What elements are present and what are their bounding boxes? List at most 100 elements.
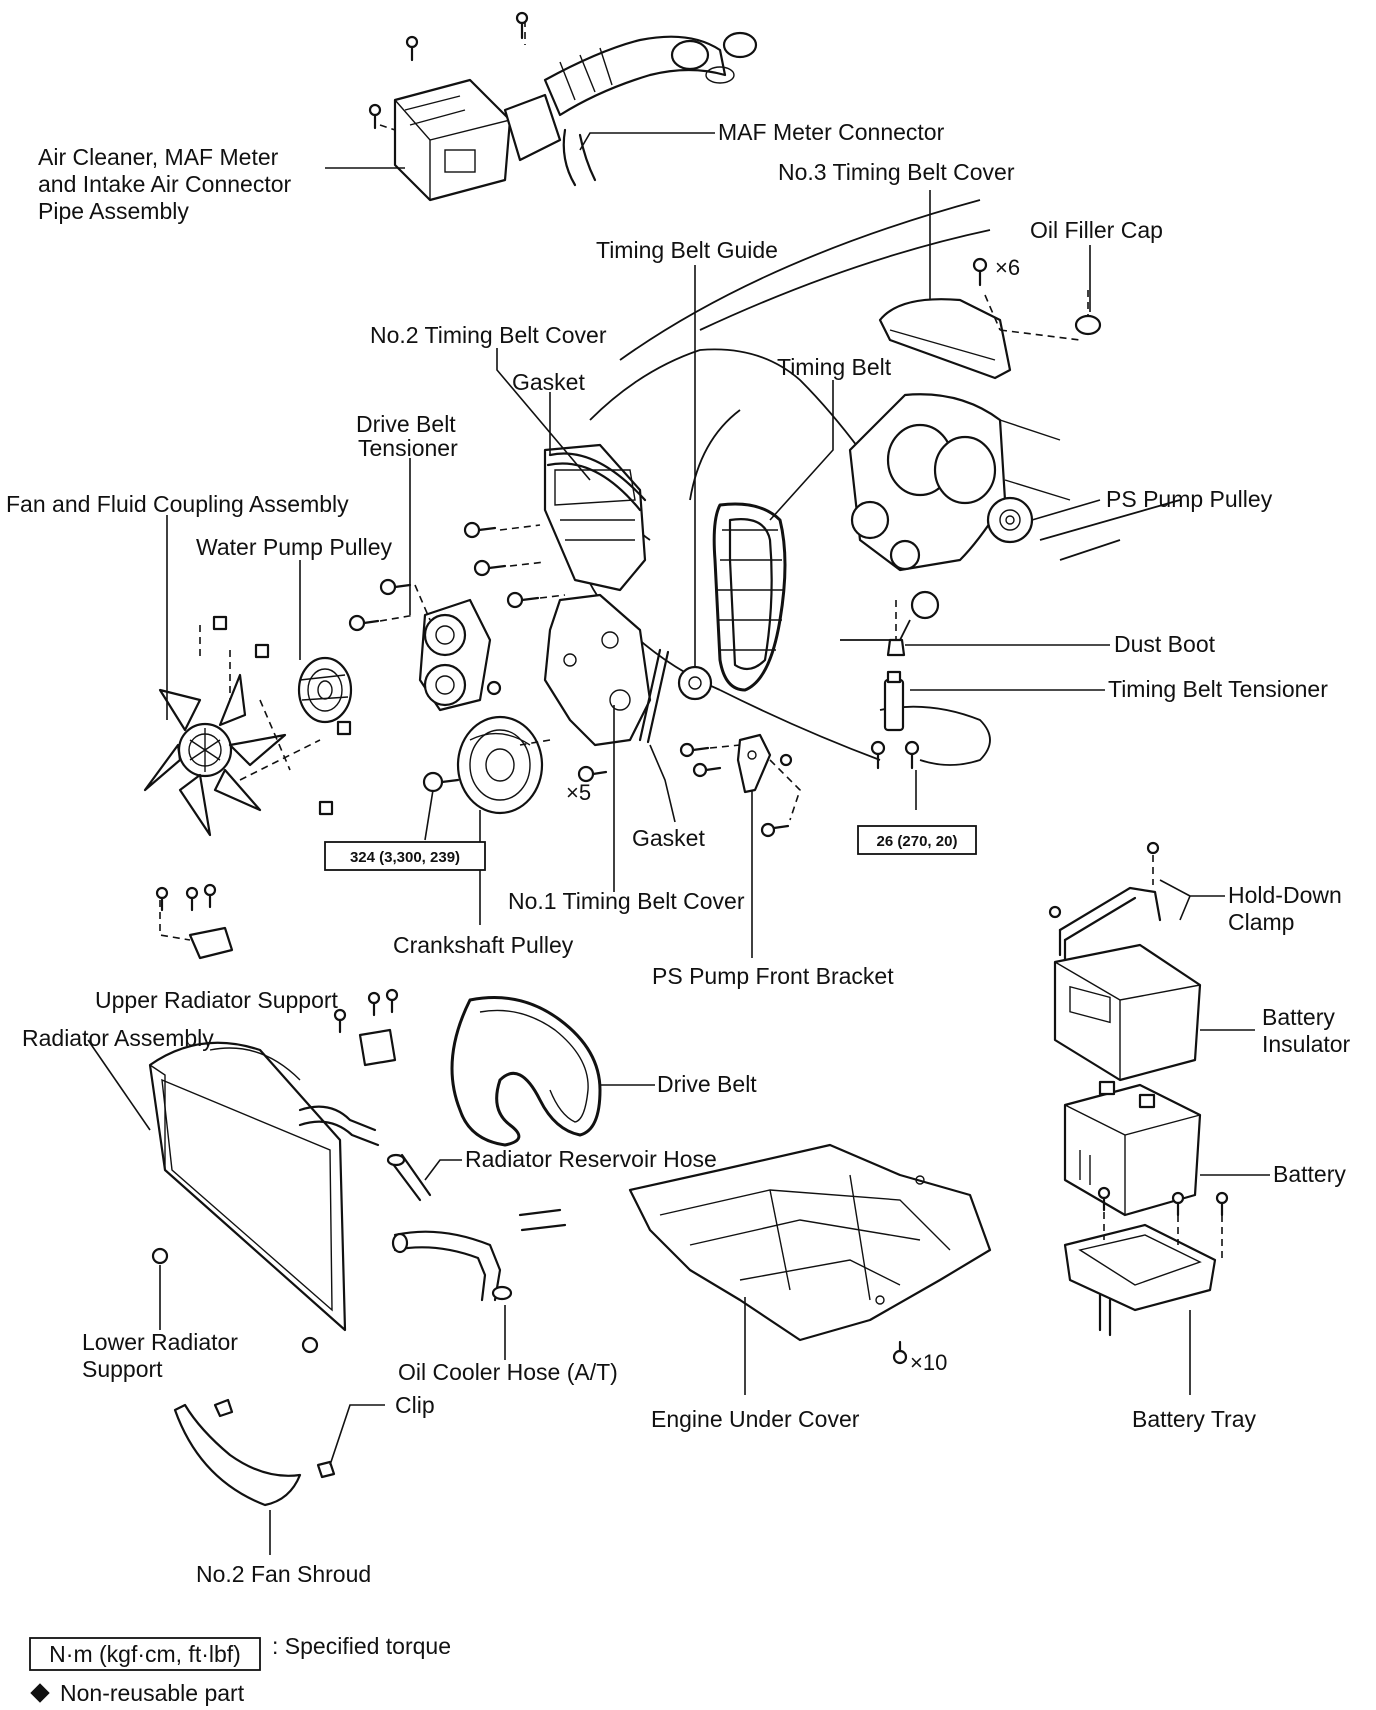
bolt-icon	[760, 822, 790, 838]
radiator-reservoir-hose	[386, 1153, 432, 1202]
label-upper-radiator-support: Upper Radiator Support	[95, 987, 339, 1013]
label-timing-belt: Timing Belt	[777, 354, 892, 380]
bolt-icon	[348, 614, 380, 632]
label-timing-cover-2: No.2 Timing Belt Cover	[370, 322, 607, 348]
nut-icon	[1146, 841, 1160, 855]
upper-radiator-support	[155, 883, 399, 1067]
torque-crankshaft-bolt: 324 (3,300, 239)	[350, 849, 460, 866]
bolt-icon	[904, 740, 920, 770]
nut-icon	[318, 800, 334, 816]
drive-belt-tensioner	[418, 598, 492, 712]
bolt-icon	[203, 883, 217, 909]
label-ps-pump-pulley: PS Pump Pulley	[1106, 486, 1273, 512]
label-dust-boot: Dust Boot	[1114, 631, 1216, 657]
label-oil-filler-cap: Oil Filler Cap	[1030, 217, 1163, 243]
label-drive-belt-tensioner: Tensioner	[358, 435, 458, 461]
label-battery-insulator: Insulator	[1262, 1031, 1351, 1057]
timing-belt-tensioner	[870, 670, 920, 770]
leader-lines	[87, 132, 1270, 1555]
nut-icon	[1048, 905, 1062, 919]
camshaft-housing	[848, 393, 1071, 620]
timing-belt-cover-1	[543, 593, 652, 747]
non-reusable-diamond-icon	[30, 1683, 50, 1703]
torque-specs: 324 (3,300, 239) 26 (270, 20)	[324, 825, 977, 871]
nut-icon	[254, 643, 270, 659]
bolt-icon	[473, 559, 507, 577]
timing-area-bolts	[348, 521, 608, 783]
battery-icon	[1063, 1080, 1202, 1217]
ps-pump-front-bracket	[679, 733, 801, 838]
label-fan-shroud-2: No.2 Fan Shroud	[196, 1561, 371, 1587]
timing-belt	[712, 502, 787, 692]
bolt-icon	[515, 11, 529, 40]
bolt-icon	[463, 521, 497, 539]
label-drive-belt-tensioner: Drive Belt	[356, 411, 456, 437]
legend-torque-unit: N·m (kgf·cm, ft·lbf)	[49, 1641, 241, 1667]
label-gasket-lower: Gasket	[632, 825, 705, 851]
bolt-icon	[405, 35, 419, 62]
battery-tray	[1063, 1186, 1229, 1337]
bolt-icon	[692, 762, 722, 778]
torque-tensioner-bolt: 26 (270, 20)	[877, 833, 958, 850]
label-battery: Battery	[1273, 1161, 1346, 1187]
crankshaft-pulley	[456, 715, 544, 815]
timing-belt-guide	[677, 665, 713, 701]
label-radiator-reservoir-hose: Radiator Reservoir Hose	[465, 1146, 717, 1172]
part-labels: Air Cleaner, MAF Meter and Intake Air Co…	[6, 119, 1351, 1587]
label-water-pump-pulley: Water Pump Pulley	[196, 534, 392, 560]
bolt-icon	[155, 886, 169, 912]
label-qty-pulley-bolts: ×5	[566, 780, 591, 805]
bolt-icon	[679, 742, 710, 758]
label-timing-belt-tensioner: Timing Belt Tensioner	[1108, 676, 1328, 702]
label-qty-under-cover-bolts: ×10	[910, 1350, 947, 1375]
oil-cooler-hose	[391, 1208, 567, 1302]
bolt-icon	[486, 680, 502, 696]
bolt-icon	[506, 591, 540, 609]
bolt-icon	[892, 1340, 908, 1365]
dust-boot	[886, 600, 906, 657]
bolt-icon	[368, 103, 382, 130]
label-air-cleaner: Pipe Assembly	[38, 198, 189, 224]
legend-non-reusable: Non-reusable part	[60, 1680, 245, 1706]
label-maf-connector: MAF Meter Connector	[718, 119, 945, 145]
bolt-icon	[577, 765, 608, 783]
label-air-cleaner: and Intake Air Connector	[38, 171, 291, 197]
bolt-icon	[385, 988, 399, 1014]
label-lower-radiator-support: Lower Radiator	[82, 1329, 238, 1355]
battery-insulator	[1053, 943, 1202, 1082]
bolt-icon	[972, 257, 988, 287]
label-radiator-assembly: Radiator Assembly	[22, 1025, 214, 1051]
label-hold-down-clamp: Hold-Down	[1228, 882, 1342, 908]
legend-torque-desc: : Specified torque	[272, 1633, 451, 1659]
label-gasket-upper: Gasket	[512, 369, 585, 395]
label-drive-belt: Drive Belt	[657, 1071, 757, 1097]
oil-filler-cap	[1074, 290, 1102, 336]
label-timing-cover-3: No.3 Timing Belt Cover	[778, 159, 1015, 185]
bolt-icon	[367, 991, 381, 1017]
label-lower-radiator-support: Support	[82, 1356, 163, 1382]
crankshaft-bolt	[422, 771, 460, 793]
bolt-icon	[333, 1008, 347, 1034]
label-crankshaft-pulley: Crankshaft Pulley	[393, 932, 574, 958]
fan-fluid-coupling	[143, 615, 352, 837]
label-battery-tray: Battery Tray	[1132, 1406, 1256, 1432]
nut-icon	[212, 615, 228, 631]
bolt-icon	[185, 886, 199, 912]
label-battery-insulator: Battery	[1262, 1004, 1335, 1030]
clip-icon	[213, 1398, 336, 1479]
drive-belt	[450, 996, 602, 1147]
label-fan-coupling: Fan and Fluid Coupling Assembly	[6, 491, 349, 517]
label-hold-down-clamp: Clamp	[1228, 909, 1294, 935]
label-timing-cover-1: No.1 Timing Belt Cover	[508, 888, 745, 914]
bolt-icon	[379, 578, 412, 596]
ps-pump-pulley	[986, 496, 1034, 544]
label-timing-belt-guide: Timing Belt Guide	[596, 237, 778, 263]
radiator-assembly	[148, 1041, 380, 1354]
engine-under-cover	[628, 1143, 992, 1365]
nut-icon	[336, 720, 352, 736]
air-cleaner-assembly	[368, 11, 758, 202]
label-qty-cover-bolts: ×6	[995, 255, 1020, 280]
upper-gasket	[546, 452, 647, 512]
label-engine-under-cover: Engine Under Cover	[651, 1406, 860, 1432]
